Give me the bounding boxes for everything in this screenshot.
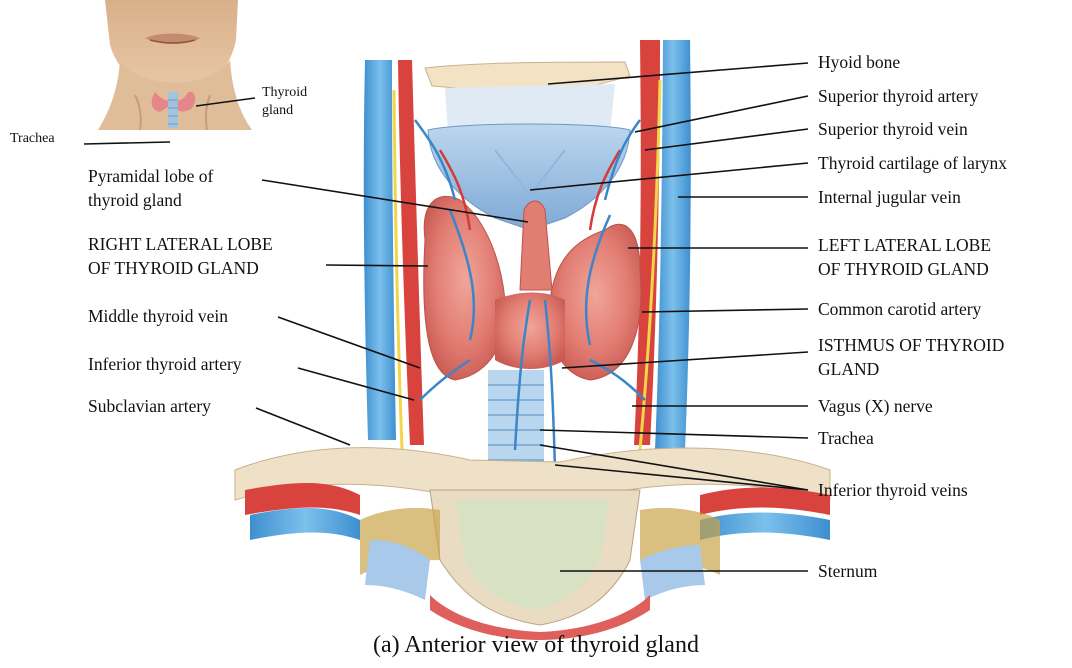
label-sternum: Sternum <box>818 559 877 583</box>
label-line-2: thyroid gland <box>88 188 213 212</box>
label-pyramidal-lobe: Pyramidal lobe of thyroid gland <box>88 164 213 212</box>
label-line-1: LEFT LATERAL LOBE <box>818 233 991 257</box>
neck-anatomy <box>235 40 830 640</box>
label-line-1: Pyramidal lobe of <box>88 164 213 188</box>
label-common-carotid-artery: Common carotid artery <box>818 297 981 321</box>
label-left-lateral-lobe: LEFT LATERAL LOBE OF THYROID GLAND <box>818 233 991 281</box>
inset-head-illustration <box>98 0 252 130</box>
figure-caption: (a) Anterior view of thyroid gland <box>0 632 1072 659</box>
label-hyoid-bone: Hyoid bone <box>818 50 900 74</box>
label-middle-thyroid-vein: Middle thyroid vein <box>88 304 228 328</box>
label-inferior-thyroid-veins: Inferior thyroid veins <box>818 478 968 502</box>
label-internal-jugular-vein: Internal jugular vein <box>818 185 961 209</box>
label-superior-thyroid-vein: Superior thyroid vein <box>818 117 968 141</box>
label-line-1: Thyroid <box>262 84 307 102</box>
label-trachea: Trachea <box>818 426 874 450</box>
label-line-1: RIGHT LATERAL LOBE <box>88 232 273 256</box>
label-line-2: OF THYROID GLAND <box>88 256 273 280</box>
label-superior-thyroid-artery: Superior thyroid artery <box>818 84 978 108</box>
label-line-2: GLAND <box>818 357 1004 381</box>
label-line-2: OF THYROID GLAND <box>818 257 991 281</box>
label-inset-trachea: Trachea <box>10 130 55 148</box>
label-subclavian-artery: Subclavian artery <box>88 394 211 418</box>
label-inset-thyroid-gland: Thyroid gland <box>262 84 307 120</box>
label-isthmus: ISTHMUS OF THYROID GLAND <box>818 333 1004 381</box>
label-inferior-thyroid-artery: Inferior thyroid artery <box>88 352 242 376</box>
label-vagus-nerve: Vagus (X) nerve <box>818 394 933 418</box>
label-thyroid-cartilage: Thyroid cartilage of larynx <box>818 151 1007 175</box>
label-right-lateral-lobe: RIGHT LATERAL LOBE OF THYROID GLAND <box>88 232 273 280</box>
label-line-1: ISTHMUS OF THYROID <box>818 333 1004 357</box>
label-line-2: gland <box>262 102 307 120</box>
